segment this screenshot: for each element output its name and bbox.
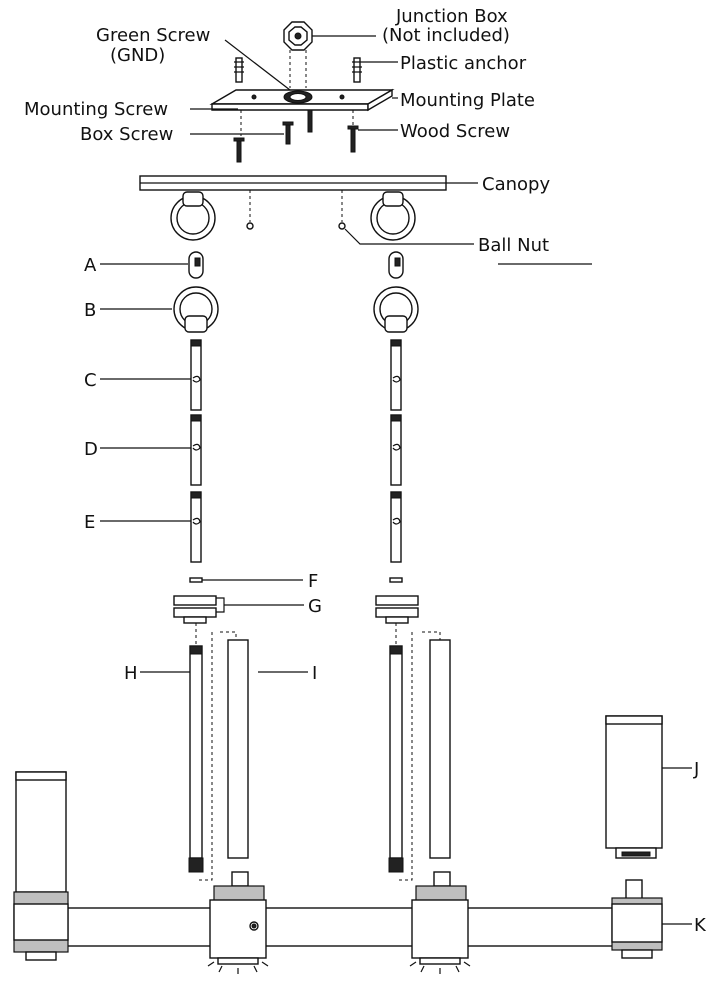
box-screw-left [282,121,294,145]
canopy-loop-right [370,191,416,241]
label-h: H [124,663,138,684]
label-k: K [694,915,706,936]
label-mounting-screw: Mounting Screw [24,99,168,120]
label-f: F [308,571,318,592]
label-e: E [84,512,95,533]
label-wood-screw: Wood Screw [400,121,510,142]
canopy-loop-left [170,191,216,241]
shade-j [605,715,692,859]
mounting-screw-left [233,137,245,163]
left-hanging-assembly [100,251,308,881]
label-i: I [312,663,317,684]
label-mounting-plate: Mounting Plate [400,90,535,111]
label-a: A [84,255,97,276]
box-screw-right [307,109,313,133]
label-j: J [693,759,699,780]
label-junction-box: Junction Box [395,6,508,27]
label-junction-box-note: (Not included) [382,25,510,46]
label-canopy: Canopy [482,174,550,195]
label-box-screw: Box Screw [80,124,173,145]
label-c: C [84,370,97,391]
label-plastic-anchor: Plastic anchor [400,53,527,74]
label-ball-nut: Ball Nut [478,235,549,256]
junction-box [283,21,376,51]
canopy [139,175,478,191]
label-green-screw: Green Screw [96,25,210,46]
label-d: D [84,439,98,460]
right-hanging-assembly [373,251,451,881]
label-green-screw-note: (GND) [110,45,165,66]
plastic-anchor-right [352,57,362,83]
label-b: B [84,300,96,321]
mounting-plate [209,88,398,112]
chandelier-arm [13,771,692,974]
plastic-anchor-left [234,57,244,83]
wood-screw-right [347,125,359,153]
label-g: G [308,596,322,617]
